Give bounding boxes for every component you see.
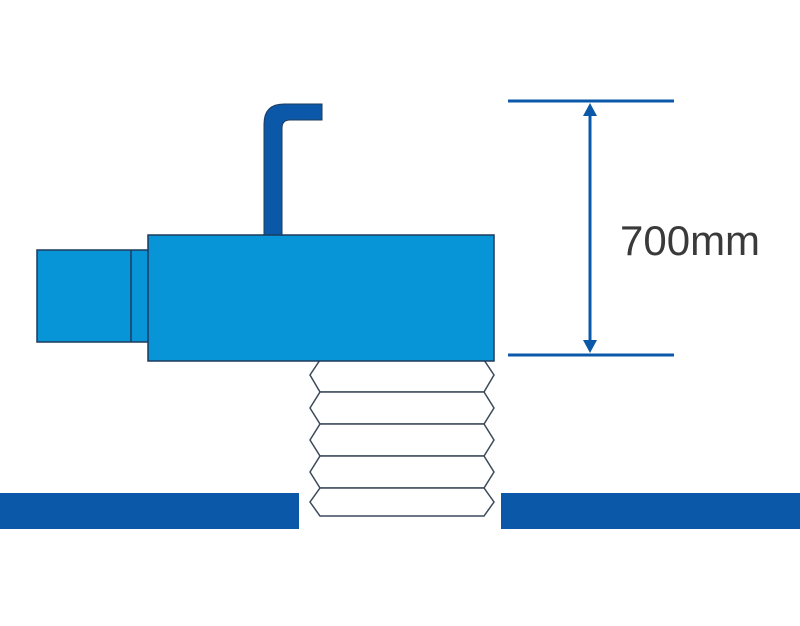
dimension-arrow-up-icon xyxy=(583,103,597,116)
bellows-fold-1 xyxy=(309,359,495,393)
dimension-label: 700mm xyxy=(620,217,761,264)
bellows-fold-3 xyxy=(309,423,495,457)
bellows-fold-4 xyxy=(309,455,495,489)
hook-handle-icon xyxy=(263,103,323,238)
bellows-fold-2 xyxy=(309,391,495,425)
floor-left-segment xyxy=(0,493,299,529)
floor-right-segment xyxy=(501,493,800,529)
dimension-indicator xyxy=(508,99,674,357)
bellows-icon xyxy=(309,359,495,517)
side-connector xyxy=(36,249,150,343)
bellows-fold-5 xyxy=(309,487,495,517)
main-body xyxy=(147,234,495,362)
dimension-arrow-down-icon xyxy=(583,340,597,353)
